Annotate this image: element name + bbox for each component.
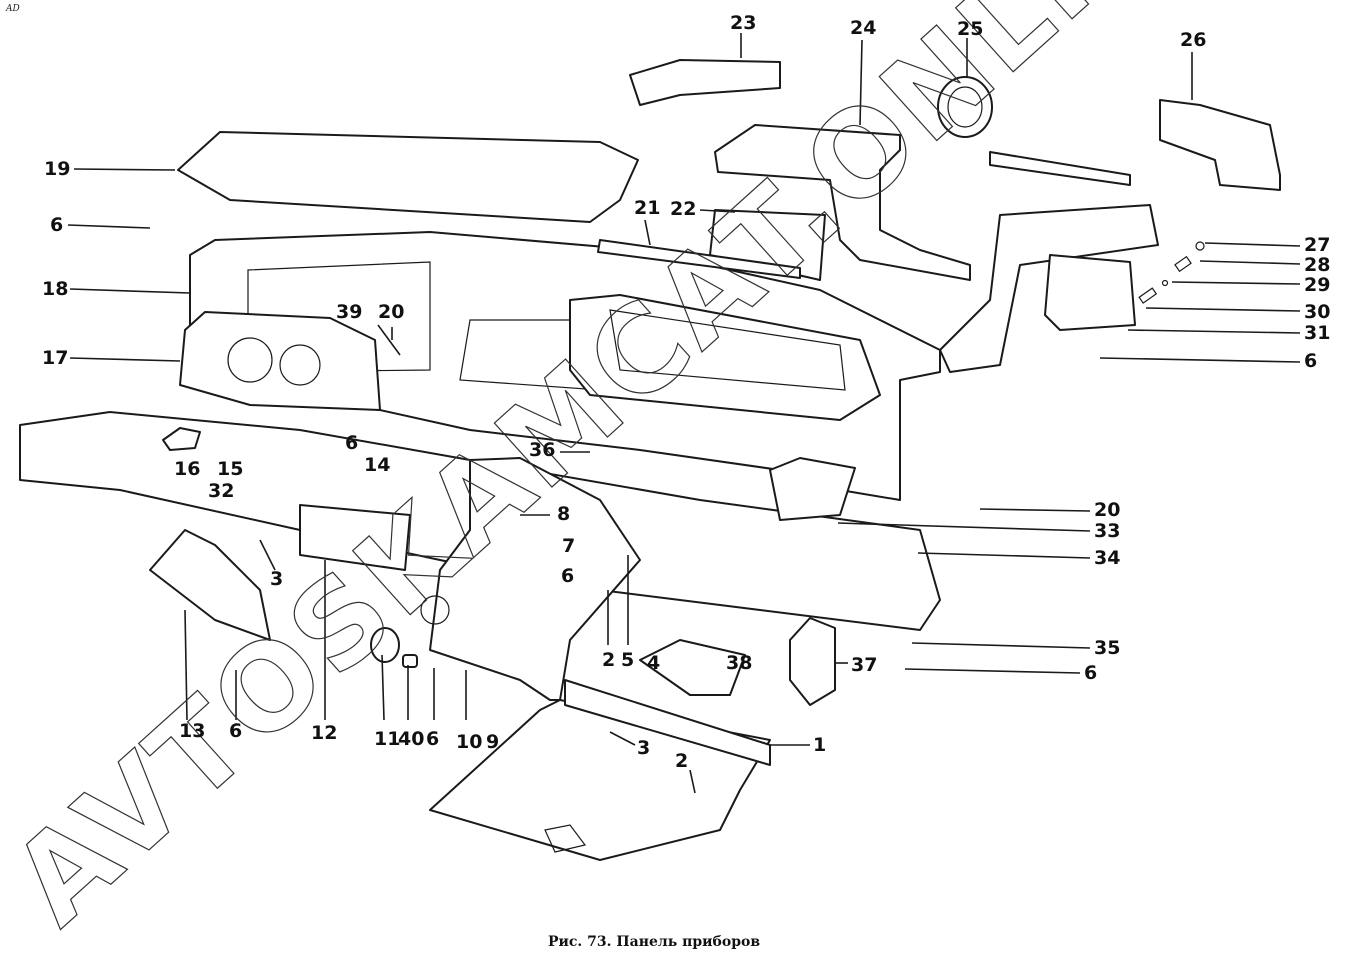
part-defroster-grille: [989, 151, 1131, 186]
callout-8: 8: [557, 503, 571, 525]
part-vent-22: [709, 209, 826, 281]
part-speaker-11: [370, 627, 400, 663]
callout-3: 3: [270, 568, 284, 590]
callout-29: 29: [1304, 274, 1331, 296]
callout-26: 26: [1180, 29, 1207, 51]
leader-lines: [67, 33, 1301, 794]
callout-32: 32: [208, 480, 235, 502]
part-duct-23: [629, 59, 781, 106]
callout-13: 13: [179, 720, 206, 742]
callout-30: 30: [1304, 301, 1331, 323]
callout-19: 19: [44, 158, 71, 180]
callout-11: 11: [374, 728, 401, 750]
part-glovebox-opening: [569, 294, 881, 421]
callout-25: 25: [957, 18, 984, 40]
part-left-lower-cover: [149, 529, 271, 641]
part-duct-24: [714, 124, 971, 281]
callout-28: 28: [1304, 254, 1331, 276]
part-center-console: [429, 457, 641, 701]
part-16: [162, 427, 201, 451]
callout-17: 17: [42, 347, 69, 369]
part-cover-37: [789, 617, 836, 706]
callout-3: 3: [637, 737, 651, 759]
callout-16: 16: [174, 458, 201, 480]
callout-6: 6: [229, 720, 243, 742]
callout-20: 20: [378, 301, 405, 323]
callout-6: 6: [50, 214, 64, 236]
callout-27: 27: [1304, 234, 1331, 256]
callout-15: 15: [217, 458, 244, 480]
part-40: [402, 654, 418, 668]
callout-23: 23: [730, 12, 757, 34]
callout-6: 6: [1304, 350, 1318, 372]
part-right-duct: [939, 204, 1159, 373]
callout-31: 31: [1304, 322, 1331, 344]
callout-14: 14: [364, 454, 391, 476]
callout-6: 6: [1084, 662, 1098, 684]
callout-10: 10: [456, 731, 483, 753]
part-radio-recess: [299, 504, 411, 571]
callout-2: 2: [675, 750, 689, 772]
callout-6: 6: [345, 432, 359, 454]
callout-12: 12: [311, 722, 338, 744]
figure-caption: Рис. 73. Панель приборов: [548, 934, 761, 950]
callout-2: 2: [602, 649, 616, 671]
callout-6: 6: [426, 728, 440, 750]
callout-9: 9: [486, 731, 500, 753]
part-glovebox-rim: [564, 679, 771, 766]
part-side-vent-31: [1044, 254, 1136, 331]
callout-4: 4: [647, 652, 661, 674]
callout-24: 24: [850, 17, 877, 39]
callout-22: 22: [670, 198, 697, 220]
callout-33: 33: [1094, 520, 1121, 542]
callout-21: 21: [634, 197, 661, 219]
part-duct-26: [1159, 99, 1281, 191]
callout-40: 40: [398, 728, 425, 750]
callout-5: 5: [621, 649, 635, 671]
part-glovebox-lid: [429, 699, 771, 861]
callout-34: 34: [1094, 547, 1121, 569]
callout-20: 20: [1094, 499, 1121, 521]
part-strip-21: [597, 239, 801, 279]
callout-39: 39: [336, 301, 363, 323]
callout-36: 36: [529, 439, 556, 461]
part-tray-38: [639, 639, 746, 696]
part-vent-33: [769, 457, 856, 521]
callout-6: 6: [561, 565, 575, 587]
callout-1: 1: [813, 734, 827, 756]
callout-7: 7: [562, 535, 576, 557]
callout-37: 37: [851, 654, 878, 676]
callout-18: 18: [42, 278, 69, 300]
part-top-pad: [177, 131, 639, 223]
corner-mark: AD: [6, 4, 20, 14]
part-ring-25: [937, 76, 993, 138]
callout-38: 38: [726, 652, 753, 674]
callout-35: 35: [1094, 637, 1121, 659]
